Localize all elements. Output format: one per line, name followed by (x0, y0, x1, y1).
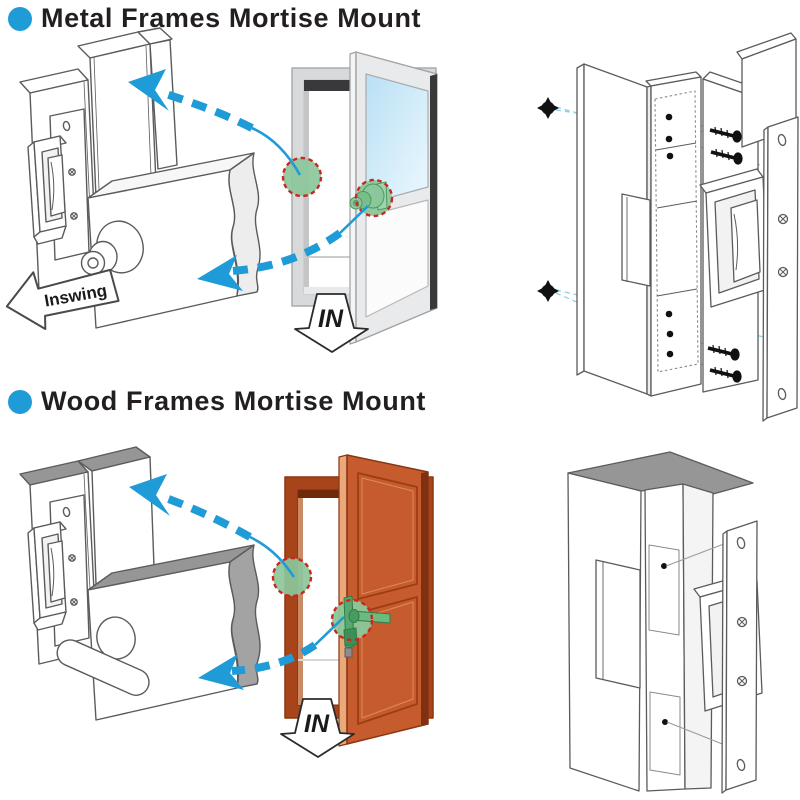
section-header-metal: Metal Frames Mortise Mount (8, 3, 421, 34)
screw-hole-dot (661, 563, 667, 569)
swing-arc-bottom-wood (198, 616, 345, 690)
metal-door-slab (349, 51, 438, 345)
door-lock-block-metal (80, 152, 261, 329)
blue-dot-icon (8, 389, 32, 414)
figure-wood-strike (19, 446, 261, 721)
metal-frame-body (576, 32, 797, 397)
swing-arc-bottom-metal (197, 205, 369, 291)
section-title-wood: Wood Frames Mortise Mount (41, 386, 427, 416)
strike-location-highlight-metal (281, 156, 323, 198)
strike-faceplate-wood-exploded (721, 520, 758, 794)
strike-faceplate-metal-exploded (762, 116, 799, 422)
inswing-arrow: Inswing (5, 268, 120, 331)
section-title-metal: Metal Frames Mortise Mount (41, 3, 422, 33)
section-header-wood: Wood Frames Mortise Mount (8, 386, 426, 417)
strike-keeper-metal-exploded (699, 168, 769, 308)
wood-mortise-recess (595, 559, 641, 689)
figure-wood-door (271, 454, 434, 747)
knob-location-highlight-metal (349, 178, 394, 218)
lever-location-highlight-wood (330, 595, 391, 658)
figure-metal-door (281, 51, 438, 345)
screw-hole-dot (662, 719, 668, 725)
figure-metal-exploded (536, 32, 799, 422)
screw-templates-wood (648, 544, 681, 776)
blue-dot-icon (8, 6, 32, 31)
anchor-fastener-icon (536, 96, 560, 120)
figure-metal-strike-inswing: Inswing (5, 27, 261, 331)
wood-door-slab (338, 454, 429, 747)
door-lock-block-wood (56, 544, 261, 721)
swing-arc-top-wood (129, 474, 296, 578)
anchor-fastener-icon (536, 279, 560, 303)
swing-arc-top-metal (128, 69, 302, 176)
figure-wood-exploded (567, 451, 763, 794)
screw-hole-dots-metal (665, 113, 674, 358)
strike-location-highlight-wood (271, 556, 313, 598)
